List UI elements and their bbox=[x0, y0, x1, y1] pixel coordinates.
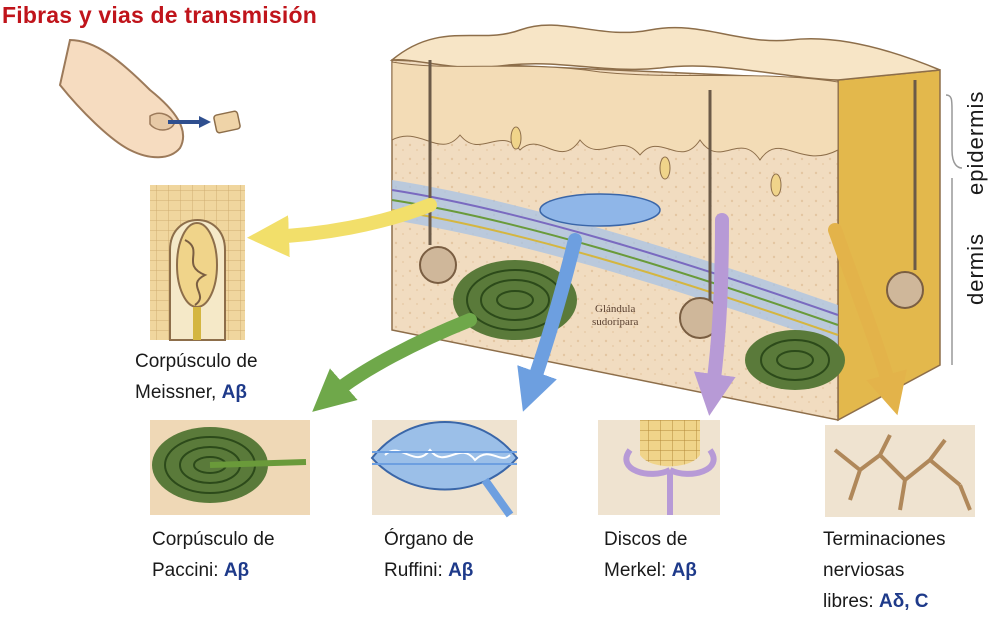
ruffini-name-line2: Ruffini: bbox=[384, 560, 443, 581]
merkel-arrow bbox=[693, 213, 736, 416]
skin-block bbox=[389, 24, 941, 422]
ruffini-inset bbox=[370, 420, 519, 518]
merkel-name-line2: Merkel: bbox=[604, 560, 667, 581]
merkel-name-line1: Discos de bbox=[604, 529, 688, 550]
gland-label: Glándula sudorípara bbox=[592, 303, 638, 329]
free-endings-inset bbox=[825, 425, 975, 517]
free-endings-name-line1: Terminaciones bbox=[823, 529, 946, 550]
merkel-fibers: Aβ bbox=[671, 560, 697, 581]
meissner-name-line2: Meissner, bbox=[135, 382, 217, 403]
ruffini-arrow bbox=[517, 233, 582, 412]
free-endings-name-line3: libres: bbox=[823, 591, 874, 612]
paccini-label: Corpúsculo de Paccini: Aβ bbox=[152, 524, 275, 586]
ruffini-label: Órgano de Ruffini: Aβ bbox=[384, 524, 474, 586]
epidermis-label: epidermis bbox=[963, 90, 988, 195]
page-title: Fibras y vias de transmisión bbox=[2, 2, 317, 28]
layer-brackets bbox=[945, 94, 963, 365]
gland-label-line1: Glándula bbox=[595, 303, 636, 315]
gland-label-line2: sudorípara bbox=[592, 316, 639, 328]
meissner-label: Corpúsculo de Meissner, Aβ bbox=[135, 346, 258, 408]
free-endings-arrow bbox=[828, 223, 907, 416]
paccini-arrow bbox=[312, 313, 477, 412]
paccini-name-line1: Corpúsculo de bbox=[152, 529, 275, 550]
dermis-label: dermis bbox=[963, 232, 988, 305]
merkel-label: Discos de Merkel: Aβ bbox=[604, 524, 697, 586]
arrows bbox=[247, 198, 907, 416]
meissner-arrow bbox=[247, 198, 437, 258]
free-endings-label: Terminaciones nerviosas libres: Aδ, C bbox=[823, 524, 946, 617]
meissner-fibers: Aβ bbox=[221, 382, 247, 403]
paccini-name-line2: Paccini: bbox=[152, 560, 219, 581]
ruffini-fibers: Aβ bbox=[448, 560, 474, 581]
paccini-fibers: Aβ bbox=[223, 560, 250, 581]
merkel-inset bbox=[598, 420, 720, 515]
pacini-inset bbox=[150, 420, 310, 515]
free-endings-fibers: Aδ, C bbox=[878, 591, 929, 612]
ruffini-name-line1: Órgano de bbox=[384, 529, 474, 550]
pacini-corpuscle-in-block bbox=[453, 260, 845, 390]
meissner-name-line1: Corpúsculo de bbox=[135, 351, 258, 372]
meissner-inset bbox=[150, 185, 245, 341]
free-endings-name-line2: nerviosas bbox=[823, 560, 905, 581]
finger-illustration bbox=[58, 38, 241, 159]
